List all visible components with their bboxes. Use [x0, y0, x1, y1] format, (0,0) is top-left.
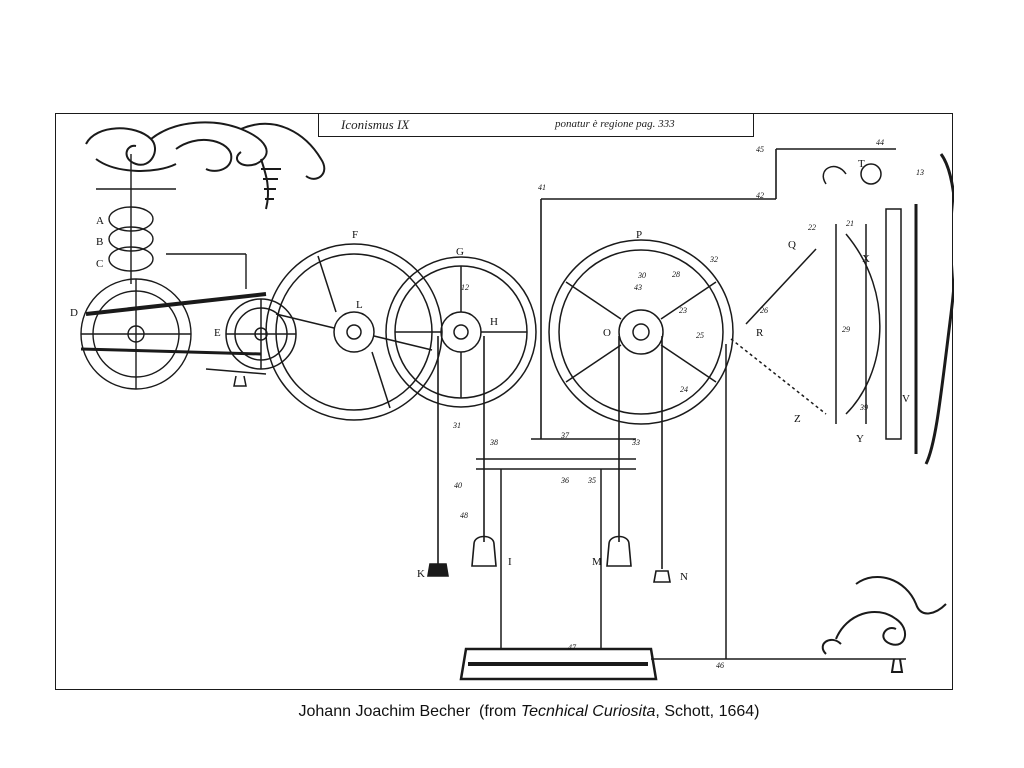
label-number: 32	[710, 255, 718, 264]
ornament-top-left	[85, 121, 326, 210]
label-number: 42	[756, 191, 764, 200]
label-letter: D	[70, 307, 78, 319]
label-letter: F	[352, 229, 359, 241]
label-number: 48	[460, 511, 468, 520]
label-letter: O	[603, 327, 611, 339]
label-number: 26	[760, 306, 768, 315]
label-number: 40	[454, 481, 462, 490]
label-letter: E	[214, 327, 221, 339]
label-number: 45	[756, 145, 764, 154]
label-number: 33	[632, 438, 640, 447]
caption-open: (from	[470, 703, 521, 720]
label-letter: N	[680, 571, 688, 583]
label-number: 44	[876, 138, 884, 147]
label-number: 39	[860, 403, 868, 412]
label-letter: L	[356, 299, 363, 311]
label-number: 12	[461, 283, 469, 292]
wheel-o	[548, 239, 734, 425]
label-number: 25	[696, 331, 704, 340]
weights-and-cords	[427, 148, 896, 583]
label-number: 23	[679, 306, 687, 315]
right-mechanism	[730, 153, 954, 465]
label-letter: H	[490, 316, 498, 328]
label-letter: G	[456, 246, 464, 258]
label-number: 46	[716, 661, 724, 670]
label-number: 13	[916, 168, 924, 177]
label-number: 41	[538, 183, 546, 192]
label-number: 21	[846, 219, 854, 228]
base-frame	[459, 344, 906, 681]
wheel-e	[205, 298, 297, 387]
label-letter: R	[756, 327, 764, 339]
plate-header: Iconismus IX ponatur è regione pag. 333	[318, 114, 754, 137]
label-letter: X	[862, 253, 870, 265]
plate-placement-note: ponatur è regione pag. 333	[555, 118, 675, 130]
label-letter: M	[592, 556, 602, 568]
label-number: 36	[561, 476, 569, 485]
label-number: 24	[680, 385, 688, 394]
label-letter: A	[96, 215, 104, 227]
label-number: 31	[453, 421, 461, 430]
label-letter: Y	[856, 433, 864, 445]
caption-title: Tecnhical Curiosita	[520, 703, 656, 720]
label-letter: T	[858, 158, 865, 170]
label-number: 37	[561, 431, 569, 440]
left-escapement	[80, 154, 267, 390]
caption-publisher: , Schott, 1664)	[655, 703, 760, 720]
plate-title: Iconismus IX	[341, 117, 410, 132]
label-number: 47	[568, 643, 576, 652]
label-number: 28	[672, 270, 680, 279]
label-letter: P	[636, 229, 643, 241]
label-number: 29	[842, 325, 850, 334]
label-number: 30	[638, 271, 646, 280]
label-letter: K	[417, 568, 425, 580]
wheel-h	[385, 256, 537, 408]
engraving-plate: Iconismus IX ponatur è regione pag. 333 …	[55, 113, 954, 690]
label-letter: I	[508, 556, 512, 568]
label-letter: C	[96, 258, 104, 270]
label-number: 22	[808, 223, 816, 232]
label-number: 35	[588, 476, 596, 485]
engraving-drawing	[80, 121, 954, 681]
caption-author: Johann Joachim Becher	[298, 703, 471, 720]
figure-caption: Johann Joachim Becher (from Tecnhical Cu…	[0, 703, 1024, 721]
label-letter: Q	[788, 239, 796, 251]
label-letter: Z	[794, 413, 801, 425]
label-letter: B	[96, 236, 104, 248]
label-number: 38	[490, 438, 498, 447]
label-number: 43	[634, 283, 642, 292]
ornament-bottom-right	[821, 575, 947, 673]
label-letter: V	[902, 393, 910, 405]
